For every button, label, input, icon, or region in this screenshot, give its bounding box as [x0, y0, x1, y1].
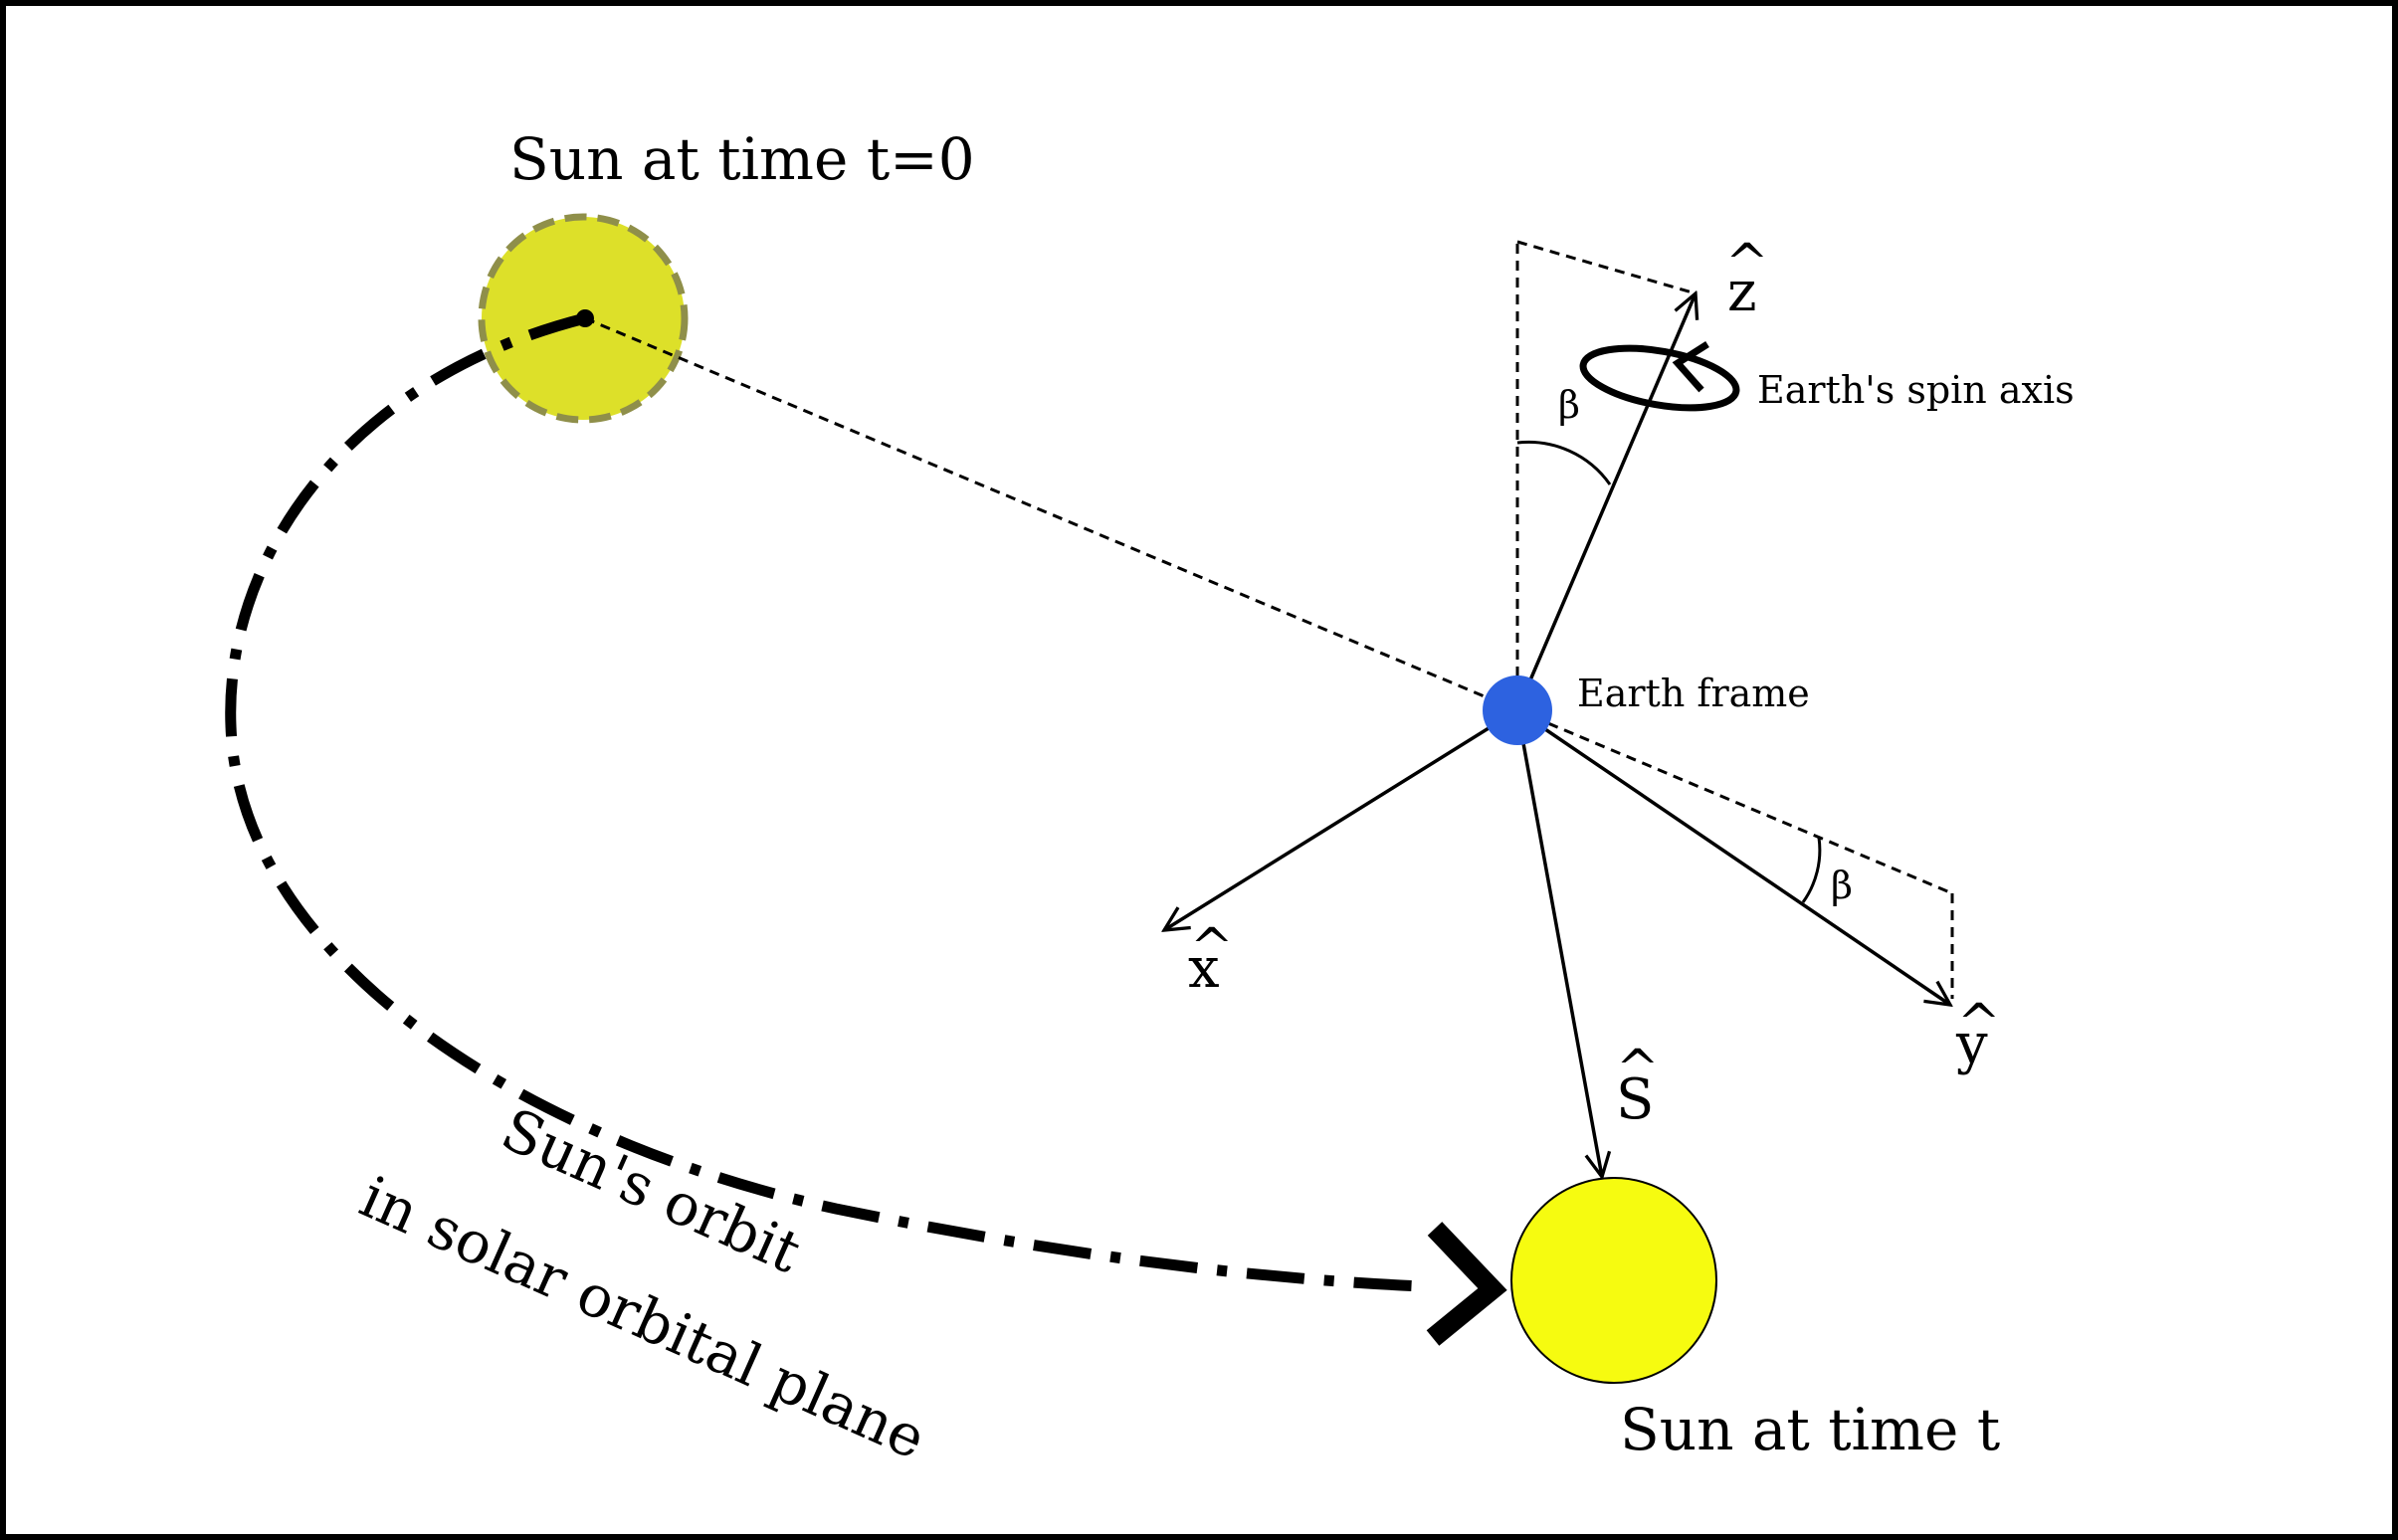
z-axis-arrow [1515, 293, 1696, 711]
beta-right-label: β [1831, 864, 1853, 907]
s-vector-arrow [1515, 709, 1602, 1177]
z-letter: z [1727, 260, 1757, 324]
sun-t0-label: Sun at time t=0 [509, 125, 975, 193]
y-dashed-extension [1516, 708, 1953, 895]
beta-top-label: β [1558, 383, 1580, 427]
x-hat: ^ [1190, 918, 1234, 978]
s-letter: S [1616, 1067, 1654, 1132]
s-hat: ^ [1616, 1040, 1660, 1099]
spin-ellipse [1579, 344, 1740, 412]
sun-orbit-path [225, 312, 1424, 1292]
spin-axis-label: Earth's spin axis [1757, 368, 2075, 412]
x-axis-label: ^ x [1188, 918, 1234, 1001]
spin-arrowhead [1672, 341, 1709, 393]
orbit-arrowhead [1426, 1222, 1507, 1346]
z-axis-label: ^ z [1725, 234, 1769, 324]
top-projection-line [1516, 240, 1697, 295]
earth-dot [1483, 675, 1552, 745]
y-axis-arrow [1516, 708, 1950, 1005]
x-letter: x [1188, 936, 1220, 1001]
y-axis-label: ^ y [1955, 994, 2001, 1076]
s-axis-label: ^ S [1616, 1040, 1660, 1132]
y-hat: ^ [1957, 994, 2001, 1054]
y-letter: y [1955, 1012, 1988, 1076]
sun-t-label: Sun at time t [1620, 1396, 2000, 1463]
sun-t-circle [1510, 1177, 1717, 1384]
sun-earth-dashed-line [584, 316, 1518, 712]
z-hat: ^ [1725, 234, 1769, 293]
earth-frame-label: Earth frame [1577, 672, 1810, 715]
beta-arc-right [1801, 837, 1822, 903]
beta-arc-top [1516, 440, 1612, 485]
x-axis-arrow [1164, 708, 1518, 930]
